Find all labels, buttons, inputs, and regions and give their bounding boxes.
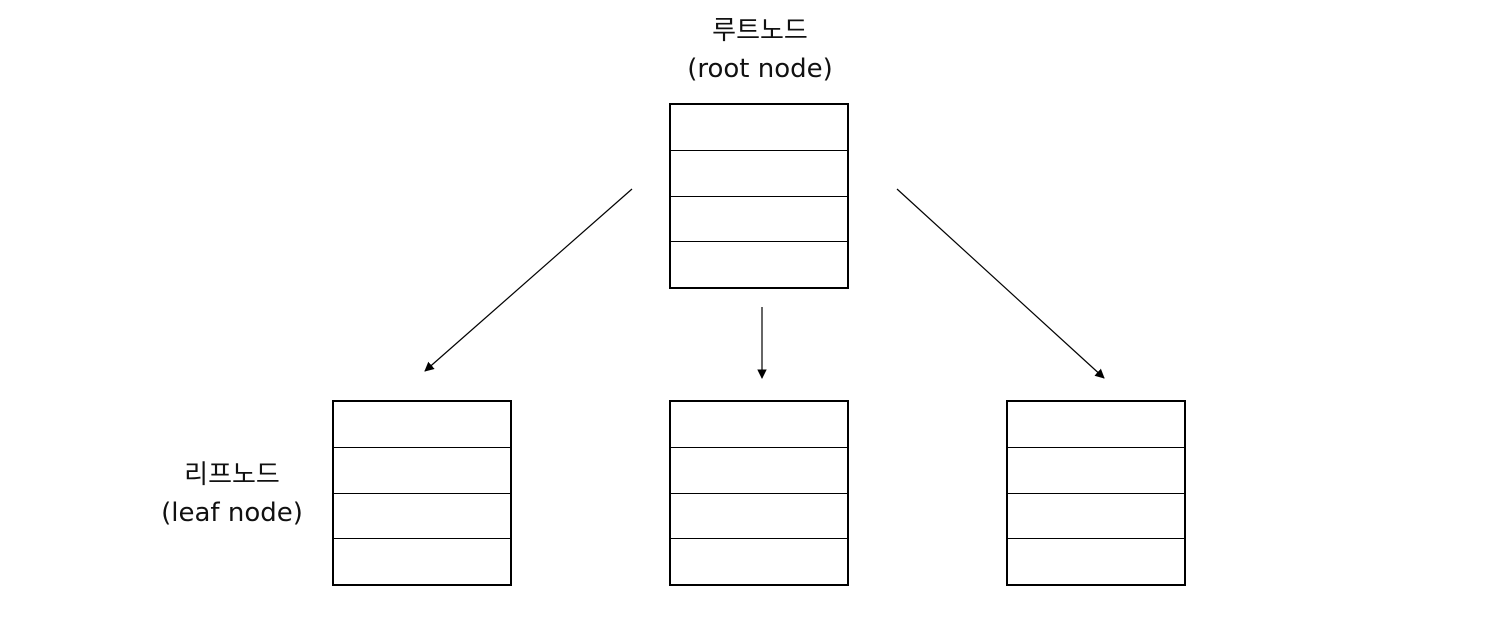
- leaf-node-slot: [1008, 494, 1184, 540]
- root-label-english: (root node): [687, 54, 833, 84]
- leaf-node-slot: [671, 448, 847, 494]
- root-node-slot: [671, 197, 847, 243]
- leaf-node-slot: [671, 539, 847, 584]
- leaf-node-slot: [671, 402, 847, 448]
- leaf-node-slot: [334, 448, 510, 494]
- leaf-node-slot: [1008, 448, 1184, 494]
- leaf-node-slot: [334, 494, 510, 540]
- leaf-label-korean: 리프노드: [184, 460, 280, 490]
- leaf-node-slot: [334, 539, 510, 584]
- edge-arrow-left: [424, 188, 633, 372]
- leaf-node-slot: [334, 402, 510, 448]
- leaf-node-left: [332, 400, 512, 586]
- leaf-node-slot: [1008, 539, 1184, 584]
- leaf-node-slot: [671, 494, 847, 540]
- edge-arrow-right: [896, 188, 1105, 379]
- root-node-label: 루트노드 (root node): [640, 12, 880, 88]
- root-node: [669, 103, 849, 289]
- leaf-node-label: 리프노드 (leaf node): [140, 456, 324, 532]
- leaf-node-slot: [1008, 402, 1184, 448]
- leaf-node-right: [1006, 400, 1186, 586]
- leaf-node-center: [669, 400, 849, 586]
- root-node-slot: [671, 151, 847, 197]
- root-label-korean: 루트노드: [712, 16, 808, 46]
- leaf-label-english: (leaf node): [161, 498, 303, 528]
- root-node-slot: [671, 105, 847, 151]
